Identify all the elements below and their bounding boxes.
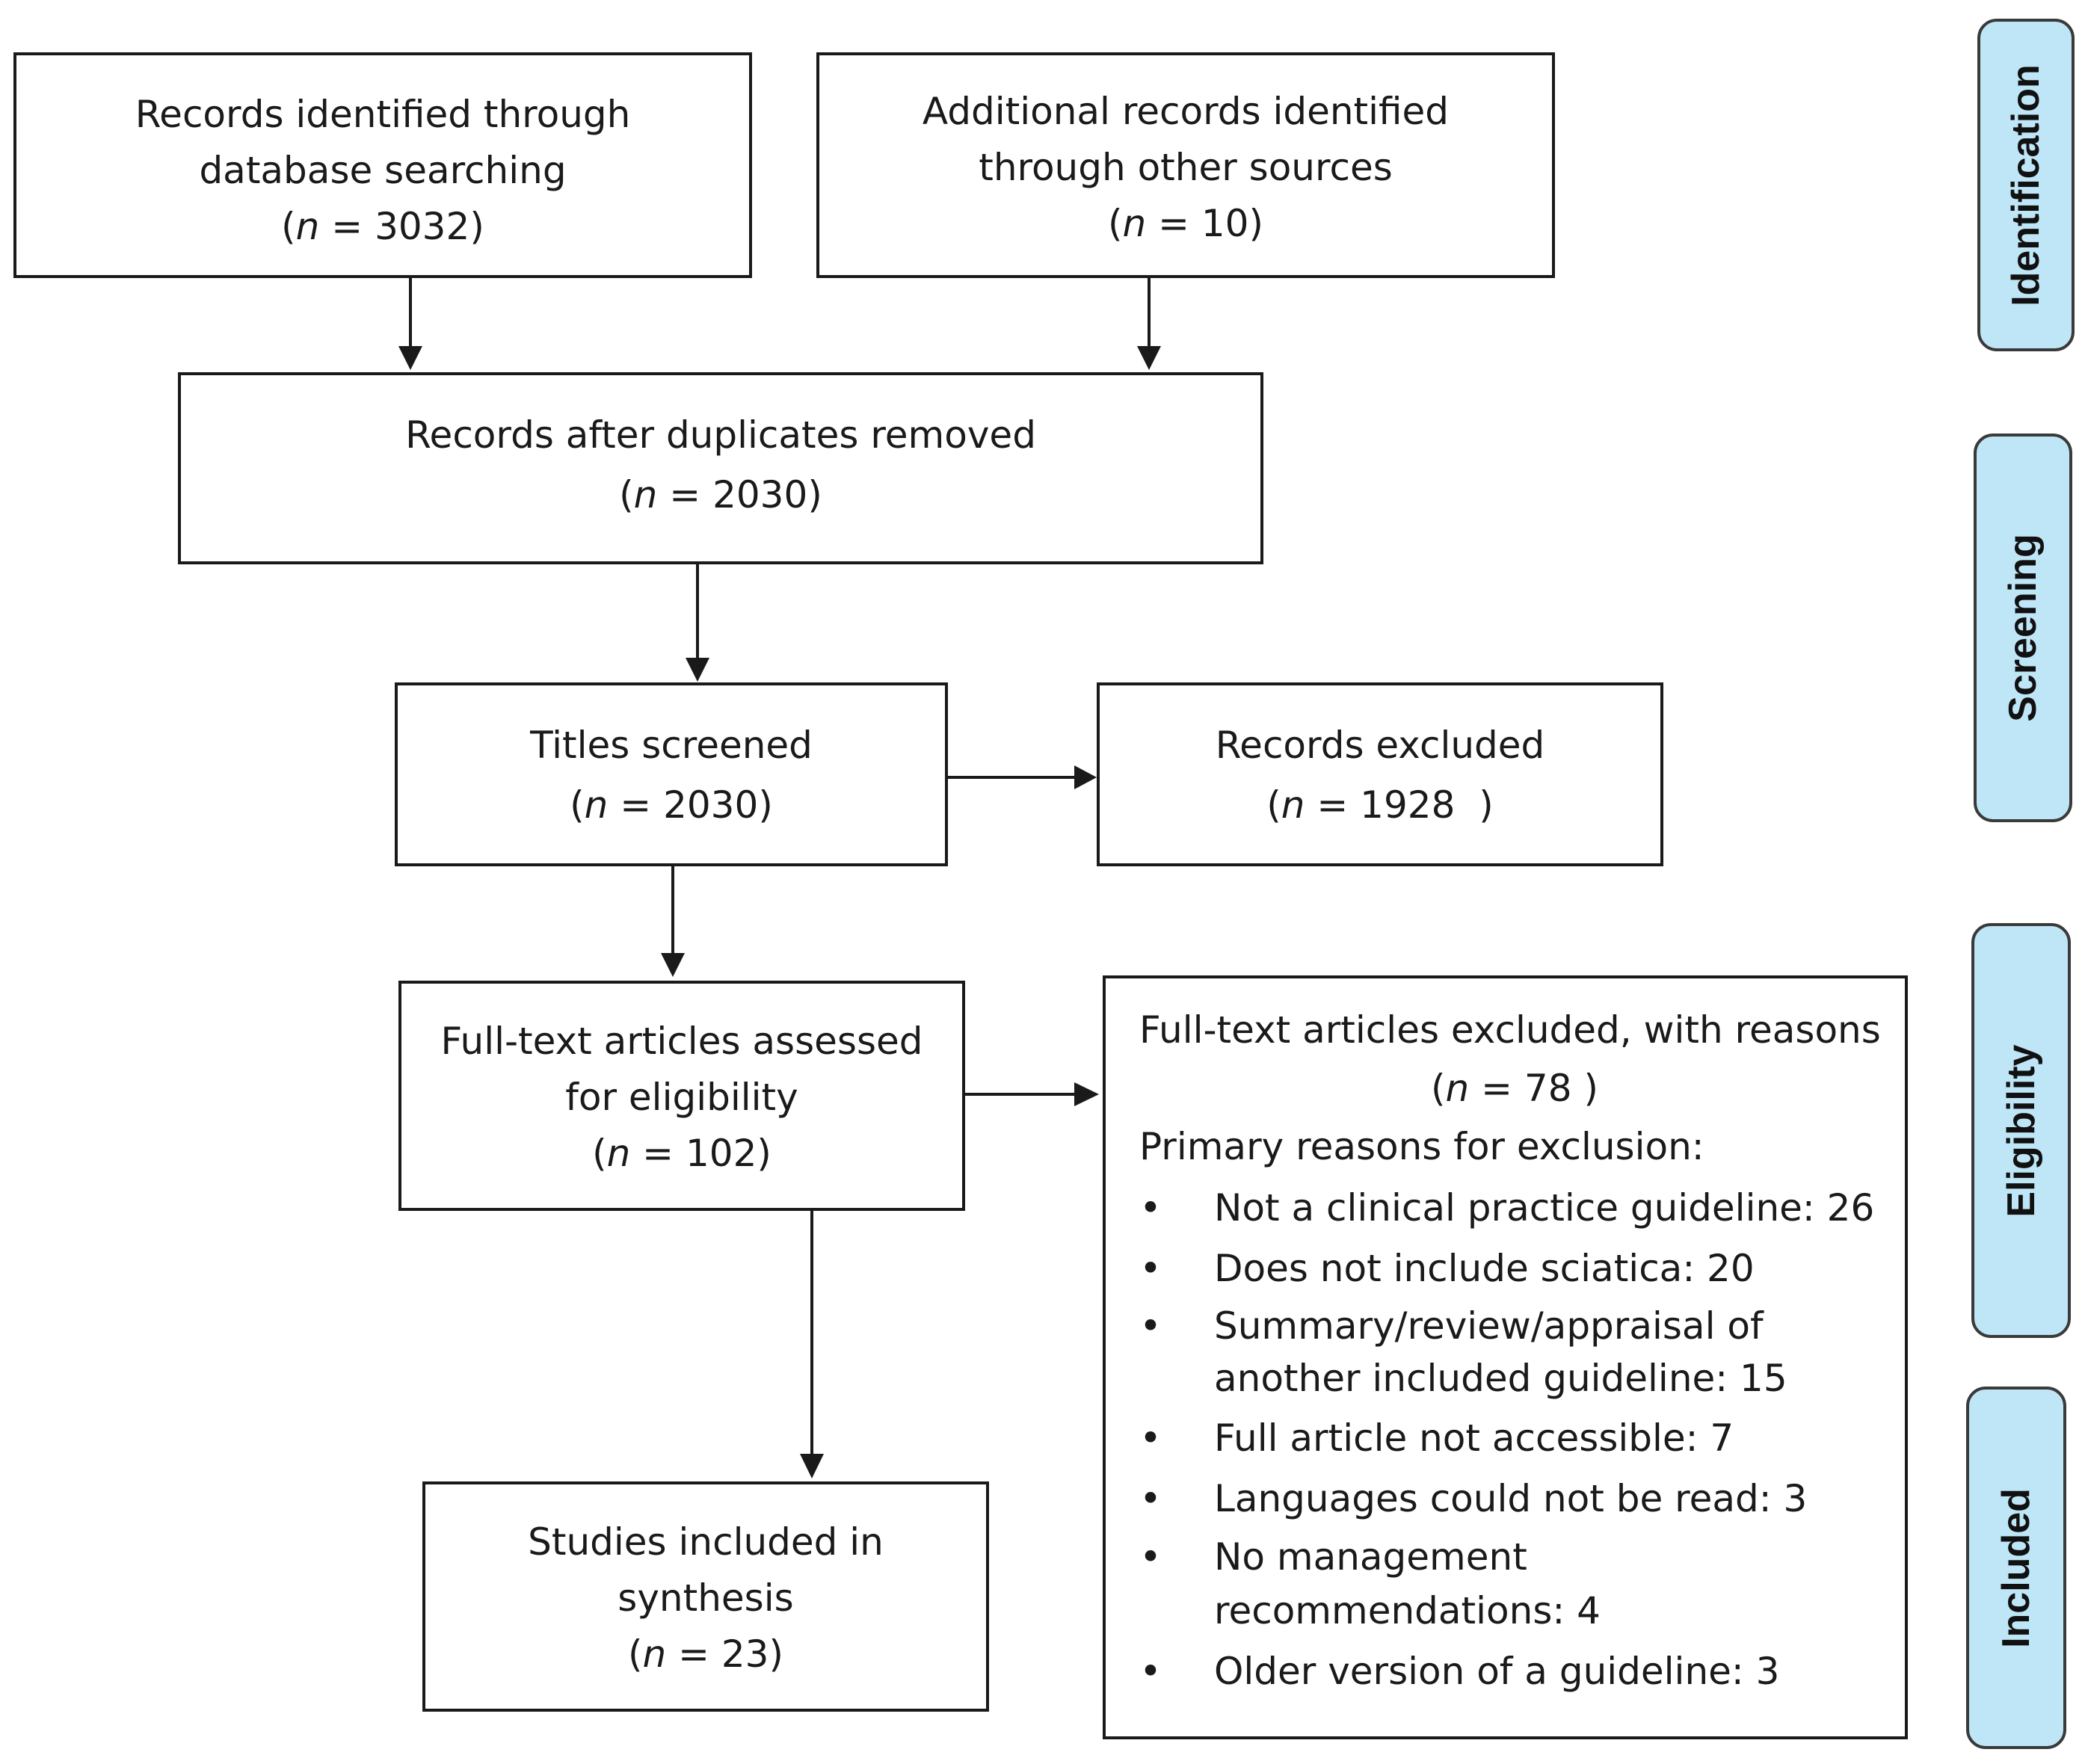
n-count: (n = 102): [592, 1132, 772, 1175]
box-line: Full-text articles assessed: [440, 1020, 923, 1063]
arrowhead-database-to-duplicates: [398, 346, 422, 370]
bullet-icon: •: [1139, 1416, 1162, 1460]
n-count: (n = 23): [627, 1632, 784, 1676]
box-line: Titles screened: [530, 724, 813, 767]
reasons-header: Primary reasons for exclusion:: [1139, 1125, 1704, 1168]
list-item: • Languages could not be read: 3: [1139, 1470, 1890, 1528]
bullet-icon: •: [1139, 1304, 1162, 1348]
reason-text: another included guideline: 15: [1214, 1357, 1787, 1400]
stage-included: Included: [1966, 1387, 2066, 1749]
reason-text: No management: [1214, 1535, 1527, 1579]
stage-screening: Screening: [1974, 434, 2072, 822]
box-line: through other sources: [979, 146, 1393, 189]
box-line: Records after duplicates removed: [405, 413, 1036, 457]
bullet-icon: •: [1139, 1477, 1162, 1520]
list-item: • Does not include sciatica: 20: [1139, 1239, 1890, 1298]
titles-screened-box: Titles screened (n = 2030): [395, 682, 948, 866]
arrowhead-fulltext-to-excluded: [1074, 1082, 1099, 1106]
bullet-icon: •: [1139, 1247, 1162, 1290]
excluded-title: Full-text articles excluded, with reason…: [1139, 1008, 1881, 1052]
box-line: Studies included in: [528, 1520, 884, 1564]
reason-text: Not a clinical practice guideline: 26: [1214, 1186, 1875, 1230]
bullet-icon: •: [1139, 1650, 1162, 1693]
list-item: • Older version of a guideline: 3: [1139, 1642, 1890, 1700]
records-excluded-box: Records excluded (n = 1928 ): [1097, 682, 1663, 866]
n-count: (n = 10): [1107, 202, 1264, 245]
reason-text: Languages could not be read: 3: [1214, 1477, 1808, 1520]
arrowhead-titles-to-excluded: [1074, 765, 1097, 789]
list-item: • No management recommendations: 4: [1139, 1530, 1890, 1638]
box-line: database searching: [199, 149, 567, 192]
reason-text: Older version of a guideline: 3: [1214, 1650, 1780, 1693]
records-database-box: Records identified through database sear…: [13, 52, 752, 278]
box-line: Records identified through: [135, 93, 631, 136]
stage-label: Included: [1995, 1487, 2038, 1648]
reason-text: recommendations: 4: [1214, 1589, 1601, 1632]
stage-identification: Identification: [1977, 19, 2075, 351]
reason-text: Full article not accessible: 7: [1214, 1416, 1734, 1460]
stage-label: Identification: [2004, 64, 2048, 306]
records-after-duplicates-box: Records after duplicates removed (n = 20…: [178, 372, 1263, 564]
reason-text: Summary/review/appraisal of: [1214, 1304, 1764, 1348]
list-item: • Not a clinical practice guideline: 26: [1139, 1179, 1890, 1237]
arrowhead-titles-to-fulltext: [661, 953, 685, 977]
studies-included-box: Studies included in synthesis (n = 23): [422, 1481, 989, 1712]
fulltext-assessed-box: Full-text articles assessed for eligibil…: [398, 981, 965, 1211]
list-item: • Full article not accessible: 7: [1139, 1409, 1890, 1467]
arrowhead-duplicates-to-titles: [686, 658, 709, 682]
box-line: Records excluded: [1215, 724, 1545, 767]
bullet-icon: •: [1139, 1535, 1162, 1579]
stage-eligibility: Eligibility: [1971, 923, 2071, 1338]
box-line: Additional records identified: [922, 90, 1450, 133]
stage-label: Eligibility: [1999, 1043, 2043, 1218]
stage-label: Screening: [2001, 534, 2045, 722]
n-count: (n = 3032): [281, 205, 484, 248]
reason-text: Does not include sciatica: 20: [1214, 1247, 1755, 1290]
list-item: • Summary/review/appraisal of another in…: [1139, 1300, 1890, 1404]
box-line: synthesis: [618, 1576, 794, 1620]
fulltext-excluded-box: Full-text articles excluded, with reason…: [1103, 975, 1908, 1739]
exclusion-reasons-list: • Not a clinical practice guideline: 26 …: [1139, 1179, 1890, 1700]
arrowhead-other-to-duplicates: [1137, 346, 1161, 370]
n-count: (n = 1928 ): [1266, 783, 1494, 827]
records-other-sources-box: Additional records identified through ot…: [816, 52, 1555, 278]
n-count: (n = 78 ): [1431, 1067, 1598, 1110]
box-line: for eligibility: [565, 1076, 798, 1119]
n-count: (n = 2030): [570, 783, 773, 827]
arrowhead-fulltext-to-included: [800, 1454, 824, 1478]
bullet-icon: •: [1139, 1186, 1162, 1230]
n-count: (n = 2030): [619, 473, 822, 516]
